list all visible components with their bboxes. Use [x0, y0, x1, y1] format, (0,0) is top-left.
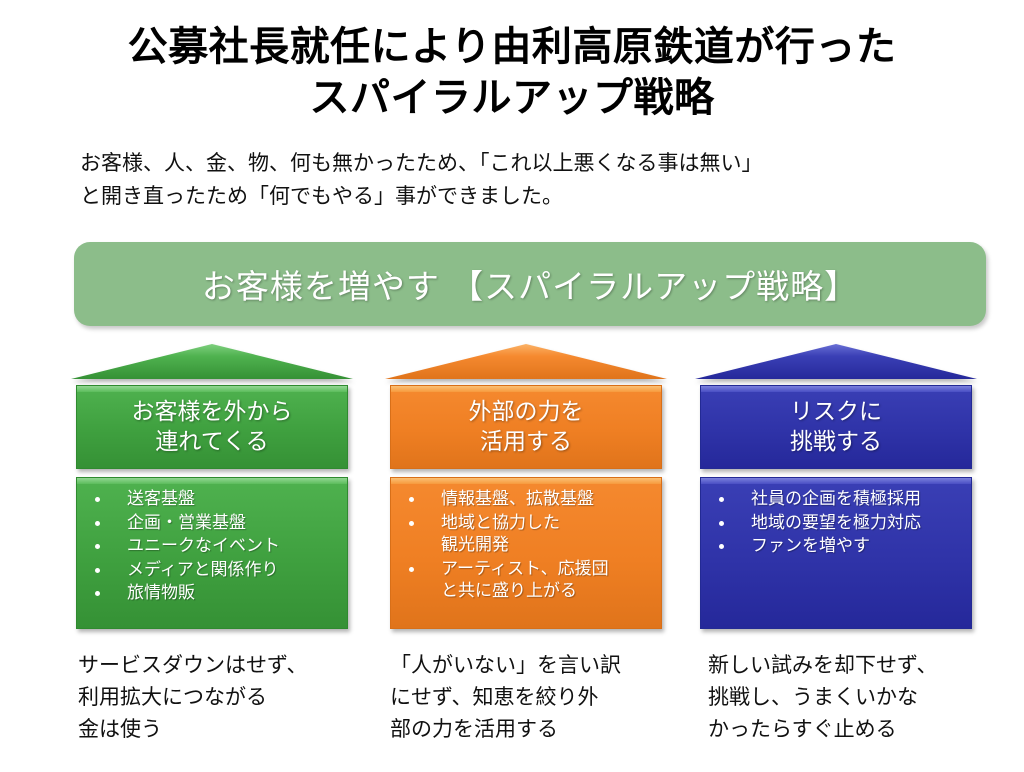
list-item: 情報基盤、拡散基盤 — [397, 488, 655, 511]
slide-subtitle-line-1: お客様、人、金、物、何も無かったため、「これ以上悪くなる事は無い」 — [80, 152, 763, 175]
bullet-line-1: 送客基盤 — [127, 489, 195, 508]
pillar-header-line-1: お客様を外から — [131, 398, 293, 425]
list-item: メディアと関係作り — [83, 559, 341, 582]
header-bevel — [701, 386, 971, 392]
pillar-header-line-2: 挑戦する — [790, 428, 882, 454]
pillar-header-label: お客様を外から 連れてくる — [132, 397, 293, 457]
list-item: 企画・営業基盤 — [83, 512, 341, 535]
list-item: 地域の要望を極力対応 — [707, 512, 965, 535]
bullet-dot-icon — [95, 591, 100, 597]
caption-line-3: かったらすぐ止める — [708, 717, 897, 741]
caption-line-2: 挑戦し、うまくいかな — [708, 685, 918, 709]
pillar-bullet-list: 送客基盤 企画・営業基盤 ユニークなイベント メディアと関係作り 旅情物販 — [83, 488, 341, 605]
pillar-header-label: 外部の力を 活用する — [469, 397, 584, 457]
slide-title-line-2: スパイラルアップ戦略 — [309, 76, 715, 121]
header-bevel — [391, 386, 661, 392]
bullet-dot-icon — [409, 520, 414, 526]
bullet-dot-icon — [95, 497, 100, 502]
bullet-line-1: ユニークなイベント — [127, 536, 280, 556]
body-bevel — [77, 478, 347, 484]
bullet-line-1: 社員の企画を積極採用 — [751, 489, 921, 508]
pillar-body-take-risks: 社員の企画を積極採用 地域の要望を極力対応 ファンを増やす — [700, 477, 972, 629]
bullet-dot-icon — [719, 497, 724, 502]
caption-line-1: 新しい試みを却下せず、 — [708, 654, 938, 677]
bullet-dot-icon — [719, 544, 724, 550]
caption-line-3: 部の力を活用する — [390, 717, 558, 741]
pillar-header-leverage-external-power: 外部の力を 活用する — [390, 385, 662, 469]
pillar-header-take-risks: リスクに 挑戦する — [700, 385, 972, 469]
pillar-header-attract-customers: お客様を外から 連れてくる — [76, 385, 348, 469]
caption-line-1: 「人がいない」を言い訳 — [390, 654, 621, 677]
bullet-line-1: アーティスト、応援団 — [441, 558, 609, 578]
bullet-line-1: ファンを増やす — [751, 536, 870, 556]
pillar-header-line-2: 連れてくる — [155, 428, 269, 454]
pillar-bullet-list: 情報基盤、拡散基盤 地域と協力した観光開発 アーティスト、応援団と共に盛り上がる — [397, 488, 655, 603]
roof-triangle-icon — [693, 342, 979, 382]
pillar-caption-take-risks: 新しい試みを却下せず、 挑戦し、うまくいかな かったらすぐ止める — [708, 650, 1008, 746]
bullet-dot-icon — [95, 567, 100, 573]
bullet-line-2: と共に盛り上がる — [441, 581, 577, 601]
slide-subtitle: お客様、人、金、物、何も無かったため、「これ以上悪くなる事は無い」 と開き直った… — [80, 148, 960, 213]
pillar-columns: お客様を外から 連れてくる 送客基盤 企画・営業基盤 ユニークなイベント メディ… — [0, 342, 1024, 772]
bullet-line-1: 情報基盤、拡散基盤 — [441, 489, 594, 508]
pillar-caption-attract-customers: サービスダウンはせず、 利用拡大につながる 金は使う — [78, 650, 378, 746]
roof-triangle-icon — [69, 342, 355, 382]
pillar-captions: サービスダウンはせず、 利用拡大につながる 金は使う 「人がいない」を言い訳 に… — [0, 650, 1024, 772]
strategy-banner: お客様を増やす 【スパイラルアップ戦略】 — [74, 242, 986, 326]
caption-line-1: サービスダウンはせず、 — [78, 654, 308, 677]
caption-line-2: にせず、知恵を絞り外 — [390, 685, 599, 709]
pillar-header-line-1: 外部の力を — [468, 398, 584, 425]
list-item: 社員の企画を積極採用 — [707, 488, 965, 511]
pillar-column-leverage-external-power: 外部の力を 活用する 情報基盤、拡散基盤 地域と協力した観光開発 アーティスト、… — [385, 342, 667, 629]
pillar-column-attract-customers: お客様を外から 連れてくる 送客基盤 企画・営業基盤 ユニークなイベント メディ… — [71, 342, 353, 629]
body-bevel — [701, 478, 971, 484]
bullet-line-1: 旅情物販 — [127, 583, 195, 603]
bullet-dot-icon — [719, 520, 724, 526]
bullet-dot-icon — [95, 520, 100, 526]
pillar-body-attract-customers: 送客基盤 企画・営業基盤 ユニークなイベント メディアと関係作り 旅情物販 — [76, 477, 348, 629]
caption-line-3: 金は使う — [78, 717, 162, 741]
bullet-line-1: 地域と協力した — [441, 512, 560, 532]
bullet-dot-icon — [409, 497, 414, 502]
list-item: ユニークなイベント — [83, 535, 341, 558]
pillar-bullet-list: 社員の企画を積極採用 地域の要望を極力対応 ファンを増やす — [707, 488, 965, 558]
pillar-caption-leverage-external-power: 「人がいない」を言い訳 にせず、知恵を絞り外 部の力を活用する — [390, 650, 690, 746]
list-item: 送客基盤 — [83, 488, 341, 511]
list-item: 旅情物販 — [83, 582, 341, 605]
body-bevel — [391, 478, 661, 484]
bullet-line-1: 企画・営業基盤 — [127, 512, 246, 532]
pillar-body-leverage-external-power: 情報基盤、拡散基盤 地域と協力した観光開発 アーティスト、応援団と共に盛り上がる — [390, 477, 662, 629]
header-bevel — [77, 386, 347, 392]
roof-triangle-icon — [383, 342, 669, 382]
strategy-banner-label: お客様を増やす 【スパイラルアップ戦略】 — [201, 268, 859, 305]
slide-subtitle-line-2: と開き直ったため「何でもやる」事ができました。 — [80, 184, 563, 208]
list-item: ファンを増やす — [707, 535, 965, 558]
list-item: アーティスト、応援団と共に盛り上がる — [397, 558, 655, 603]
caption-line-2: 利用拡大につながる — [78, 685, 267, 709]
list-item: 地域と協力した観光開発 — [397, 512, 655, 557]
slide-title: 公募社長就任により由利高原鉄道が行った スパイラルアップ戦略 — [0, 22, 1024, 124]
bullet-line-1: メディアと関係作り — [127, 559, 279, 579]
pillar-header-line-1: リスクに — [790, 398, 882, 425]
slide-title-line-1: 公募社長就任により由利高原鉄道が行った — [127, 25, 897, 69]
bullet-line-2: 観光開発 — [441, 535, 509, 555]
pillar-header-label: リスクに 挑戦する — [790, 397, 882, 457]
bullet-line-1: 地域の要望を極力対応 — [751, 512, 921, 532]
bullet-dot-icon — [95, 544, 100, 550]
bullet-dot-icon — [409, 566, 414, 572]
pillar-column-take-risks: リスクに 挑戦する 社員の企画を積極採用 地域の要望を極力対応 ファンを増やす — [695, 342, 977, 629]
pillar-header-line-2: 活用する — [480, 428, 572, 454]
